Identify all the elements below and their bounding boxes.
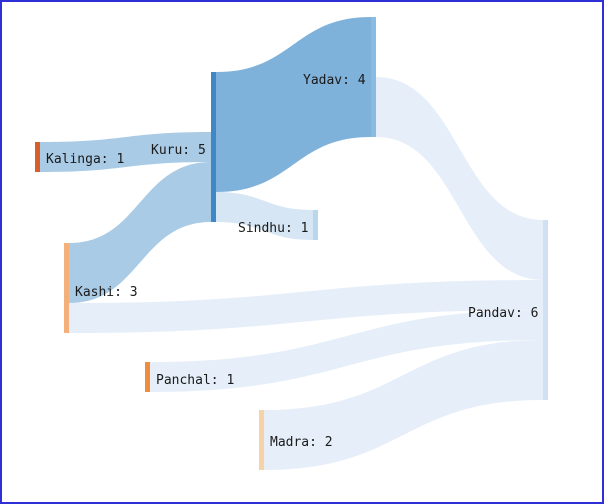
node-panchal <box>145 362 150 392</box>
node-madra <box>259 410 264 470</box>
link-kuru-sindhu <box>216 192 313 240</box>
node-yadav <box>371 17 376 137</box>
link-yadav-pandav <box>376 77 543 280</box>
node-pandav <box>543 220 548 400</box>
link-kuru-yadav <box>216 17 371 192</box>
labels-layer: Kalinga: 1 Kuru: 5 Yadav: 4 Sindhu: 1 Kashi:… <box>46 73 538 450</box>
node-label-kalinga: Kalinga: 1 <box>46 152 124 167</box>
link-kalinga-kuru <box>40 132 211 172</box>
node-kuru <box>211 72 216 222</box>
node-label-madra: Madra: 2 <box>270 435 333 450</box>
node-label-pandav: Pandav: 6 <box>468 306 538 321</box>
node-label-yadav: Yadav: 4 <box>303 73 366 88</box>
node-label-kuru: Kuru: 5 <box>151 143 206 158</box>
link-kashi-pandav <box>69 280 543 333</box>
link-kashi-kuru <box>69 162 211 303</box>
nodes-layer <box>35 17 548 470</box>
link-panchal-pandav <box>150 310 543 392</box>
node-label-kashi: Kashi: 3 <box>75 285 138 300</box>
node-sindhu <box>313 210 318 240</box>
links-layer <box>40 17 543 470</box>
node-kashi <box>64 243 69 333</box>
node-label-sindhu: Sindhu: 1 <box>238 221 308 236</box>
node-label-panchal: Panchal: 1 <box>156 373 234 388</box>
link-madra-pandav <box>264 340 543 470</box>
node-kalinga <box>35 142 40 172</box>
